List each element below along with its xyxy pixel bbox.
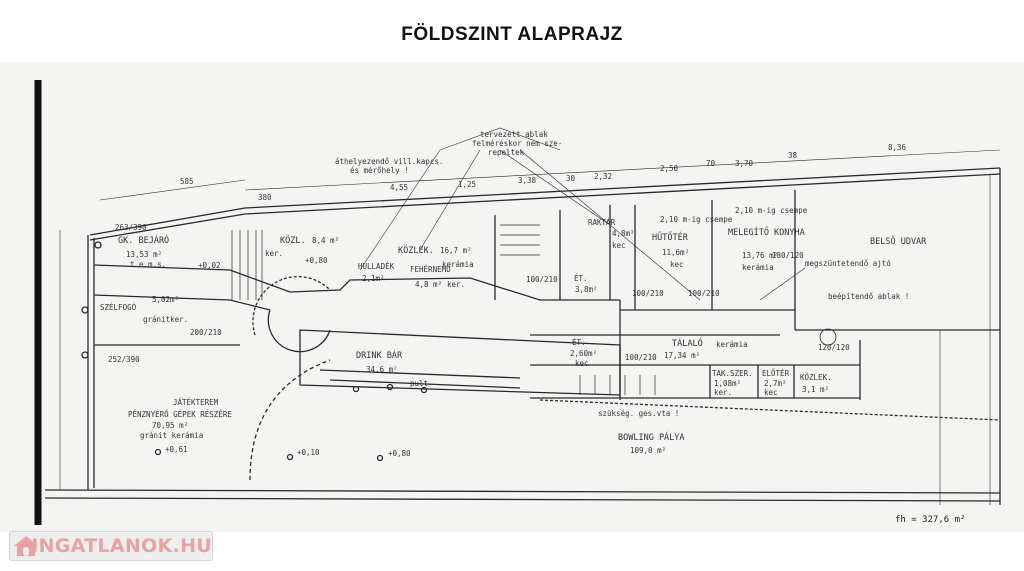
dim-label: 1,25 bbox=[458, 180, 476, 189]
room-floor: kec bbox=[764, 388, 778, 397]
level-label: +0,02 bbox=[198, 261, 221, 270]
room-floor: t.e.m.s. bbox=[130, 260, 166, 269]
room-label: KÖZLEK. bbox=[398, 245, 434, 256]
room-floor: kec bbox=[612, 241, 626, 250]
room-label: FEHÉRNEMŰ bbox=[410, 265, 451, 274]
room-area: 4,8m² bbox=[612, 229, 635, 238]
room-area: 11,6m² bbox=[662, 248, 689, 257]
room-label: ELŐTÉR bbox=[762, 369, 790, 378]
room-area: 1,08m² bbox=[714, 379, 741, 388]
room-label: RAKTÁR bbox=[588, 218, 616, 227]
room-floor: ker. bbox=[714, 388, 732, 397]
opening-label: 252/390 bbox=[108, 355, 140, 364]
opening-label: 200/210 bbox=[190, 328, 222, 337]
note: repeltek bbox=[488, 148, 525, 157]
room-note: 2,10 m-ig csempe bbox=[660, 215, 733, 224]
dim-label: 4,55 bbox=[390, 183, 408, 192]
room-area: 70,95 m² bbox=[152, 421, 188, 430]
bottom-wall bbox=[44, 489, 1001, 494]
note: áthelyezendő vill.kapcs. bbox=[335, 157, 443, 166]
room-label: JÁTÉKTEREM bbox=[173, 398, 219, 407]
walls bbox=[34, 80, 1001, 525]
logo-text: INGATLANOK.HU bbox=[31, 535, 212, 557]
room-area: 2,7m² bbox=[764, 379, 787, 388]
opening-label: 120/120 bbox=[818, 343, 850, 352]
level-label: +0,61 bbox=[165, 445, 188, 454]
room-floor: pult bbox=[410, 379, 428, 388]
note: és mérőhely ! bbox=[350, 166, 409, 175]
room-note: 2,10 m-ig csempe bbox=[735, 206, 808, 215]
room-label: ÉT. bbox=[574, 274, 588, 283]
ingatlanok-logo: INGATLANOK.HU bbox=[9, 531, 213, 561]
room-floor: gránit kerámia bbox=[140, 431, 203, 440]
note: beépítendő ablak ! bbox=[828, 292, 909, 301]
room-area: 5,02m² bbox=[152, 295, 179, 304]
room-label: ÉT. bbox=[572, 338, 586, 347]
dim-label: 38 bbox=[788, 151, 798, 160]
room-subtitle: PÉNZNYERŐ GÉPEK RÉSZÉRE bbox=[128, 410, 232, 419]
room-label: KÖZL. bbox=[280, 235, 306, 246]
page-title: FÖLDSZINT ALAPRAJZ bbox=[401, 24, 623, 45]
opening-label: 100/210 bbox=[526, 275, 558, 284]
room-label: TAK.SZER. bbox=[712, 369, 753, 378]
room-area: 8,4 m² bbox=[312, 236, 339, 245]
floor-plan-drawing: 585 380 4,55 1,25 3,38 30 2,32 2,50 70 3… bbox=[34, 80, 1001, 525]
dim-label: 30 bbox=[566, 174, 576, 183]
room-area: 3,8m² bbox=[575, 285, 598, 294]
dim-label: 2,32 bbox=[594, 172, 612, 181]
top-wall bbox=[89, 167, 1001, 236]
level-label: +0,80 bbox=[388, 449, 411, 458]
room-floor: kerámia bbox=[716, 340, 748, 349]
dim-label: 380 bbox=[258, 193, 272, 202]
room-label: BOWLING PÁLYA bbox=[618, 431, 685, 443]
room-label: GK. BEJÁRÓ bbox=[118, 234, 169, 246]
room-floor: kec bbox=[670, 260, 684, 269]
dim-label: 3,70 bbox=[735, 159, 754, 168]
opening-label: 100/210 bbox=[688, 289, 720, 298]
room-label: DRINK BÁR bbox=[356, 349, 403, 361]
room-label: KÖZLEK. bbox=[800, 373, 832, 382]
room-label: HŰTŐTÉR bbox=[652, 231, 689, 243]
level-label: +0,80 bbox=[305, 256, 328, 265]
level-label: +0,10 bbox=[297, 448, 320, 457]
room-area: 34,6 m² bbox=[366, 365, 398, 374]
room-area: 16,7 m² bbox=[440, 246, 472, 255]
dim-label: 3,38 bbox=[518, 176, 537, 185]
note: felméréskor nem sze- bbox=[472, 139, 562, 148]
room-label: TÁLALÓ bbox=[672, 337, 703, 349]
dim-label: 585 bbox=[180, 177, 194, 186]
room-area: 17,34 m² bbox=[664, 351, 700, 360]
room-label: BELSŐ UDVAR bbox=[870, 236, 927, 247]
opening-label: 100/210 bbox=[625, 353, 657, 362]
dim-label: 8,36 bbox=[888, 143, 907, 152]
room-floor: kec bbox=[575, 359, 589, 368]
floor-plan-scan: 585 380 4,55 1,25 3,38 30 2,32 2,50 70 3… bbox=[0, 62, 1024, 532]
room-floor: kerámia bbox=[442, 260, 474, 269]
note: megszüntetendő ajtó bbox=[805, 259, 891, 268]
room-label: MELEGÍTŐ KONYHA bbox=[728, 226, 805, 238]
dim-label: 2,50 bbox=[660, 164, 679, 173]
room-area: 4,8 m² bbox=[415, 280, 442, 289]
note: szükség. ges.vta ! bbox=[598, 409, 679, 418]
room-area: 3,1 m² bbox=[802, 385, 829, 394]
room-label: HULLADÉK bbox=[358, 262, 395, 271]
opening-label: 100/210 bbox=[632, 289, 664, 298]
room-floor: kerámia bbox=[742, 263, 774, 272]
room-area: 2,60m² bbox=[570, 349, 597, 358]
room-area: 13,53 m² bbox=[126, 250, 162, 259]
room-area: 13,76 m² bbox=[742, 251, 778, 260]
opening-label: 263/390 bbox=[115, 223, 147, 232]
room-floor: ker. bbox=[265, 249, 283, 258]
total-area: fh = 327,6 m² bbox=[895, 515, 965, 525]
room-label: SZÉLFOGÓ bbox=[100, 303, 137, 312]
dim-label: 70 bbox=[706, 159, 716, 168]
opening-label: 180/120 bbox=[772, 251, 804, 260]
room-floor: gránitker. bbox=[143, 315, 188, 324]
room-floor: ker. bbox=[447, 280, 465, 289]
room-area: 109,0 m² bbox=[630, 446, 666, 455]
note: tervezett ablak bbox=[480, 130, 548, 139]
house-icon bbox=[13, 535, 38, 557]
room-area: 2,1m² bbox=[362, 274, 385, 283]
